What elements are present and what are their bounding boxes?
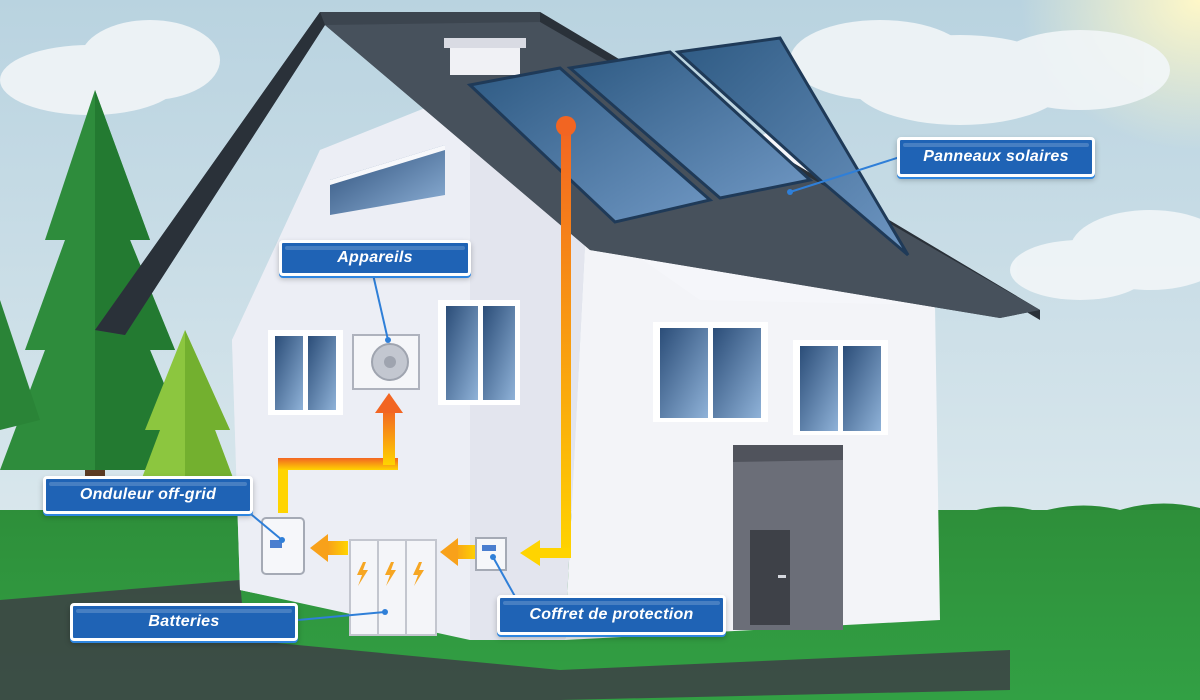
small-pine-tree — [130, 330, 245, 510]
energy-flow — [278, 116, 576, 566]
off-grid-inverter — [261, 517, 305, 575]
leader-lines — [239, 156, 901, 621]
entrance — [733, 445, 843, 630]
label-protection-box: Coffret de protection — [497, 595, 726, 635]
clouds — [0, 20, 1200, 300]
batteries — [349, 539, 437, 636]
window — [793, 340, 888, 435]
label-inverter: Onduleur off-grid — [43, 476, 253, 514]
label-appliances: Appareils — [279, 240, 471, 276]
protection-box — [475, 537, 507, 571]
window — [268, 330, 343, 415]
window — [438, 300, 520, 405]
window — [653, 322, 768, 422]
air-conditioner-unit — [352, 334, 420, 390]
label-batteries: Batteries — [70, 603, 298, 641]
label-solar-panels: Panneaux solaires — [897, 137, 1095, 177]
solar-panels — [466, 36, 910, 257]
